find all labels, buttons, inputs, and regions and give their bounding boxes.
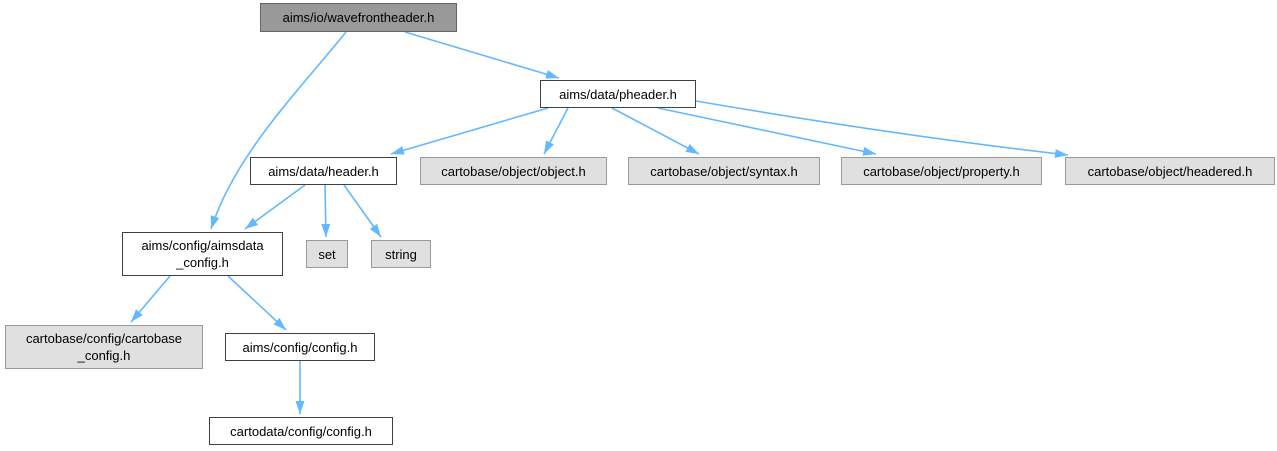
edge-pheader-syntax — [611, 107, 700, 155]
node-syntax: cartobase/object/syntax.h — [628, 157, 820, 185]
node-property: cartobase/object/property.h — [841, 157, 1042, 185]
edge-pheader-property — [657, 107, 877, 156]
node-object: cartobase/object/object.h — [420, 157, 607, 185]
edge-header-string — [343, 184, 382, 238]
edge-pheader-object — [543, 107, 569, 155]
node-pheader[interactable]: aims/data/pheader.h — [540, 80, 696, 108]
node-set: set — [306, 240, 348, 268]
edge-aimsdata-config-cartobase-config — [130, 275, 171, 323]
node-string: string — [371, 240, 431, 268]
edge-aimsdata-config-aims-config — [227, 275, 287, 331]
node-cartodata-config[interactable]: cartodata/config/config.h — [209, 417, 393, 445]
node-wavefrontheader: aims/io/wavefrontheader.h — [260, 3, 457, 32]
node-header[interactable]: aims/data/header.h — [250, 157, 397, 185]
edge-wavefrontheader-pheader — [404, 31, 560, 79]
edge-header-aimsdata-config — [244, 184, 306, 230]
edge-header-set — [321, 184, 331, 238]
edge-pheader-header — [390, 107, 549, 155]
edge-wavefrontheader-aimsdata-config — [210, 31, 347, 230]
edge-pheader-headered — [695, 100, 1069, 159]
node-aims-config[interactable]: aims/config/config.h — [225, 333, 375, 361]
node-aimsdata-config[interactable]: aims/config/aimsdata _config.h — [122, 232, 283, 276]
node-cartobase-config: cartobase/config/cartobase _config.h — [5, 325, 203, 369]
node-headered: cartobase/object/headered.h — [1065, 157, 1275, 185]
